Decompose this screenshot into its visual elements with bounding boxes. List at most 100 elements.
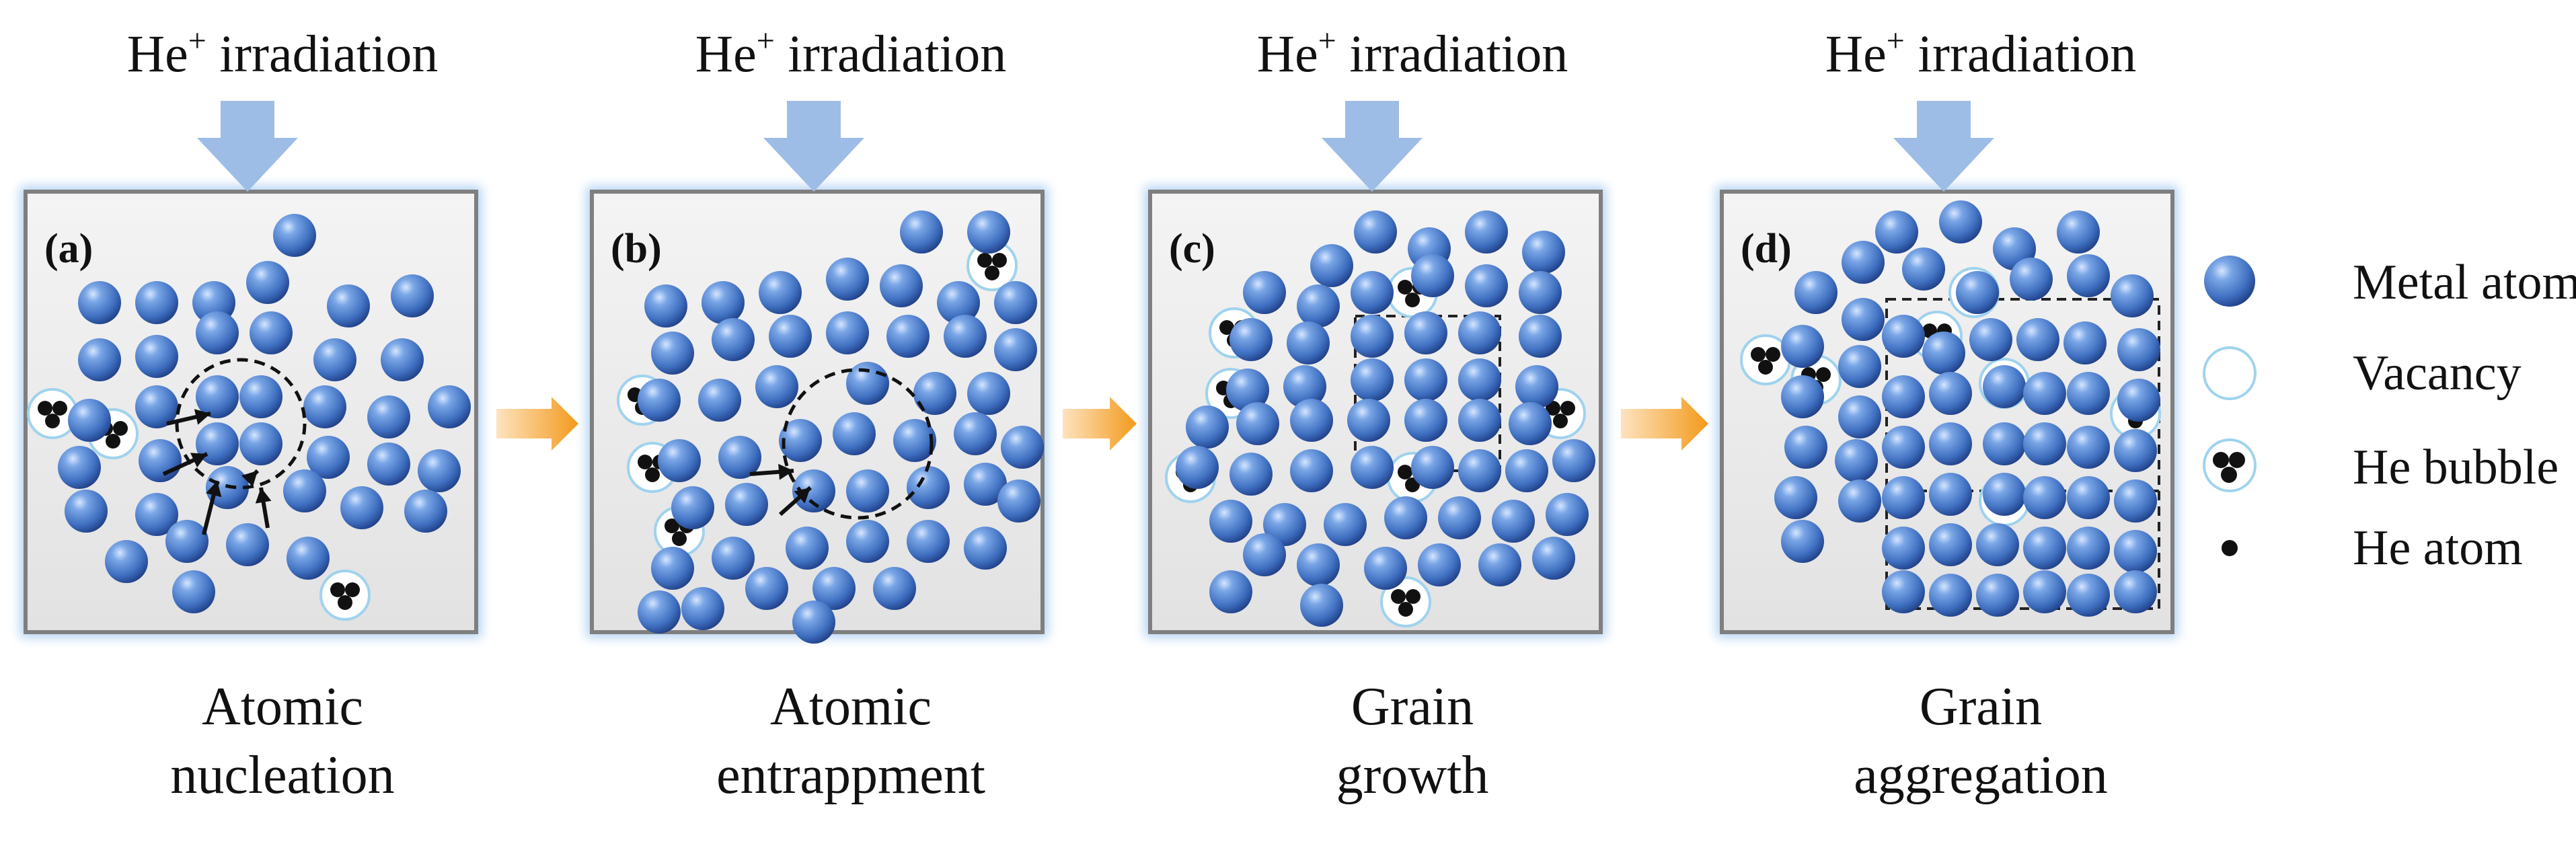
metal-atom (2067, 574, 2110, 617)
metal-atom (1956, 271, 1999, 314)
metal-atom (1781, 375, 1824, 418)
metal-atom (1781, 520, 1824, 563)
metal-atom (2010, 258, 2053, 301)
metal-atom (997, 479, 1040, 523)
metal-atom (880, 264, 923, 307)
metal-atom (1781, 325, 1824, 368)
metal-atom (846, 362, 889, 405)
panel-d: (d) (1716, 186, 2178, 638)
metal-atom (2114, 570, 2157, 613)
metal-atom (2016, 318, 2059, 361)
metal-atom (2114, 479, 2157, 523)
he-bubble (967, 240, 1018, 291)
nucleation-circle (175, 358, 307, 490)
metal-atom (698, 379, 741, 422)
metal-atom (1929, 473, 1972, 516)
metal-atom (1774, 476, 1817, 519)
metal-atom (1882, 527, 1925, 570)
irradiation-label-d: He+ irradiation (1825, 23, 2137, 83)
metal-atom (135, 335, 178, 378)
metal-atom (786, 527, 829, 570)
legend-he-bubble-label: He bubble (2353, 440, 2559, 495)
metal-atom (1983, 473, 2026, 516)
metal-atom (239, 422, 282, 465)
metal-atom (651, 332, 694, 375)
metal-atom (1351, 446, 1394, 489)
motion-arrow (166, 409, 211, 426)
metal-atom (1882, 476, 1925, 519)
metal-atom (826, 311, 869, 354)
metal-atom (1838, 395, 1881, 438)
metal-atom (826, 258, 869, 301)
metal-atom (1404, 311, 1447, 354)
metal-atom (58, 446, 101, 489)
metal-atom (105, 540, 148, 583)
metal-atom (712, 537, 755, 580)
metal-atom (196, 311, 239, 354)
metal-atom (1983, 365, 2026, 408)
process-arrow (496, 397, 578, 451)
metal-atom (139, 439, 182, 482)
metal-atom (2067, 476, 2110, 519)
metal-atom (1882, 570, 1925, 613)
arrows-layer (197, 101, 1994, 451)
metal-atom (1411, 446, 1454, 489)
metal-atom (404, 490, 447, 533)
metal-atom (307, 436, 350, 479)
metal-atom (1001, 426, 1044, 469)
metal-atom (638, 590, 681, 633)
metal-atom (1976, 523, 2019, 566)
metal-atom (418, 449, 461, 492)
metal-atom (1297, 284, 1340, 328)
metal-atom (65, 490, 108, 533)
metal-atom (1384, 496, 1427, 539)
metal-atom (135, 493, 178, 536)
metal-atom (2114, 429, 2157, 472)
metal-atom (1983, 422, 2026, 465)
metal-atom (1784, 426, 1827, 469)
irradiation-arrow (763, 101, 864, 192)
metal-atom (712, 318, 755, 361)
metal-atom (2111, 274, 2154, 317)
metal-atom (340, 486, 383, 529)
metal-atom (428, 385, 471, 428)
metal-atom (994, 281, 1037, 324)
panel-letter: (d) (1741, 226, 1792, 272)
metal-atom (1438, 496, 1481, 539)
irradiation-label-a: He+ irradiation (126, 23, 439, 83)
irradiation-arrow (1893, 101, 1994, 192)
metal-atom (1458, 358, 1501, 401)
metal-atom (1902, 247, 1945, 291)
metal-atom (1532, 537, 1575, 580)
metal-atom (1458, 311, 1501, 354)
metal-atom (1922, 332, 1965, 375)
metal-atom (1478, 543, 1521, 586)
legend-he-bubble-icon (2203, 438, 2257, 492)
metal-atom (1324, 503, 1367, 546)
metal-atom (2114, 530, 2157, 573)
metal-atom (1351, 315, 1394, 358)
metal-atom (1929, 523, 1972, 566)
legend-he-atom-icon (2222, 540, 2238, 556)
metal-atom (1882, 375, 1925, 418)
metal-atom (1842, 241, 1885, 284)
metal-atom (1929, 574, 1972, 617)
metal-atom (907, 520, 950, 563)
metal-atom (2067, 254, 2110, 297)
metal-atom (1243, 271, 1286, 314)
metal-atom (812, 567, 856, 610)
panel-b: (b) (586, 186, 1048, 644)
metal-atom (2117, 379, 2160, 422)
metal-atom (759, 271, 802, 314)
metal-atom (1838, 479, 1881, 523)
metal-atom (1838, 345, 1881, 388)
he-bubble (1380, 576, 1431, 627)
metal-atom (1546, 493, 1589, 536)
metal-atom (964, 463, 1007, 506)
metal-atom (1411, 254, 1454, 297)
legend-vacancy-label: Vacancy (2353, 346, 2522, 401)
metal-atom (1519, 271, 1562, 314)
metal-atom (1176, 446, 1219, 489)
